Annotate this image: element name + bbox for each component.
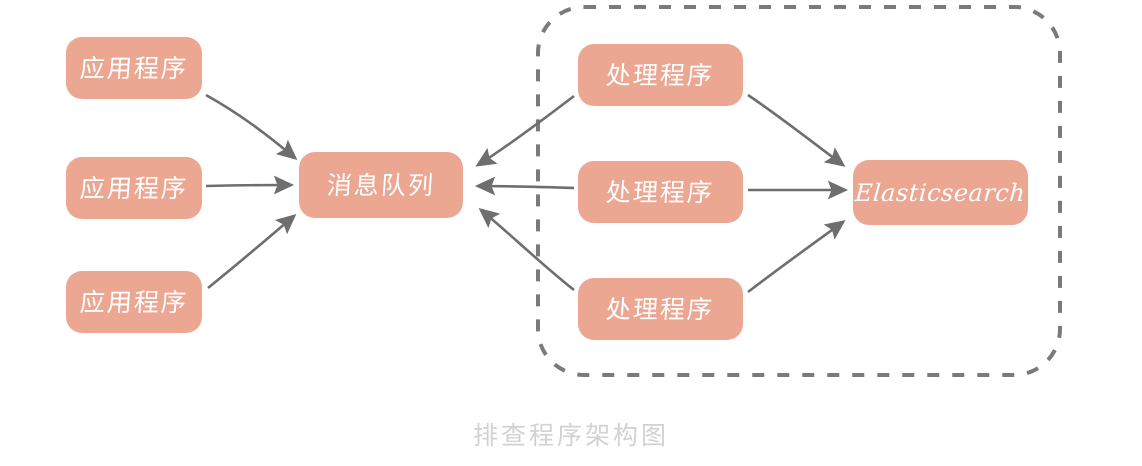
edge-handler3-to-mq [478,208,575,292]
node-label: 处理程序 [605,177,716,207]
diagram-caption: 排查程序架构图 [472,421,669,450]
node-label: 应用程序 [78,173,190,203]
node-handler-1[interactable]: 处理程序 [578,44,743,106]
node-application-2[interactable]: 应用程序 [66,157,202,219]
edge-handler3-to-es [747,220,846,294]
edge-app3-to-mq [207,213,297,290]
node-label: 处理程序 [605,60,716,90]
node-label: Elasticsearch [854,178,1027,207]
node-handler-2[interactable]: 处理程序 [578,161,743,223]
edge-handler1-to-es [747,93,846,167]
node-label: 消息队列 [325,170,437,200]
node-application-1[interactable]: 应用程序 [66,37,202,99]
node-application-3[interactable]: 应用程序 [66,271,202,333]
node-label: 应用程序 [78,53,190,83]
node-label: 应用程序 [78,287,190,317]
edge-handler2-to-mq [474,176,575,196]
edge-app2-to-mq [205,175,295,195]
edge-handler1-to-mq [475,94,575,167]
node-message-queue[interactable]: 消息队列 [299,152,463,218]
node-handler-3[interactable]: 处理程序 [578,278,743,340]
node-label: 处理程序 [605,294,716,324]
edge-app1-to-mq [205,93,298,161]
node-elasticsearch[interactable]: Elasticsearch [853,160,1028,225]
